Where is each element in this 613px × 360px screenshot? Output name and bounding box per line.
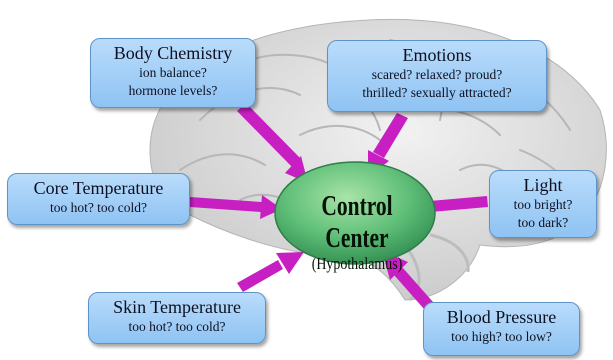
emotions-title: Emotions	[328, 45, 546, 66]
control-center-label: Control Center (Hypothalamus)	[277, 190, 437, 274]
skin-temperature-line-1: too hot? too cold?	[89, 318, 265, 336]
body-chemistry-line-2: hormone levels?	[91, 82, 255, 100]
body-chemistry-line-1: ion balance?	[91, 64, 255, 82]
core-temperature-box: Core Temperature too hot? too cold?	[7, 173, 190, 225]
light-line-2: too dark?	[490, 214, 596, 232]
emotions-line-1: scared? relaxed? proud?	[328, 66, 546, 84]
blood-pressure-title: Blood Pressure	[424, 307, 579, 328]
body-chemistry-box: Body Chemistry ion balance? hormone leve…	[90, 38, 256, 108]
body-chemistry-title: Body Chemistry	[91, 43, 255, 64]
emotions-box: Emotions scared? relaxed? proud? thrille…	[327, 40, 547, 112]
emotions-line-2: thrilled? sexually attracted?	[328, 84, 546, 102]
blood-pressure-line-1: too high? too low?	[424, 328, 579, 346]
core-temperature-line-1: too hot? too cold?	[8, 199, 189, 217]
light-box: Light too bright? too dark?	[489, 170, 597, 238]
skin-temperature-box: Skin Temperature too hot? too cold?	[88, 292, 266, 344]
light-title: Light	[490, 175, 596, 196]
light-line-1: too bright?	[490, 196, 596, 214]
blood-pressure-box: Blood Pressure too high? too low?	[423, 302, 580, 356]
core-temperature-title: Core Temperature	[8, 178, 189, 199]
skin-temperature-title: Skin Temperature	[89, 297, 265, 318]
control-center-subtitle: (Hypothalamus)	[291, 254, 422, 274]
control-center-title: Control Center	[298, 190, 416, 254]
